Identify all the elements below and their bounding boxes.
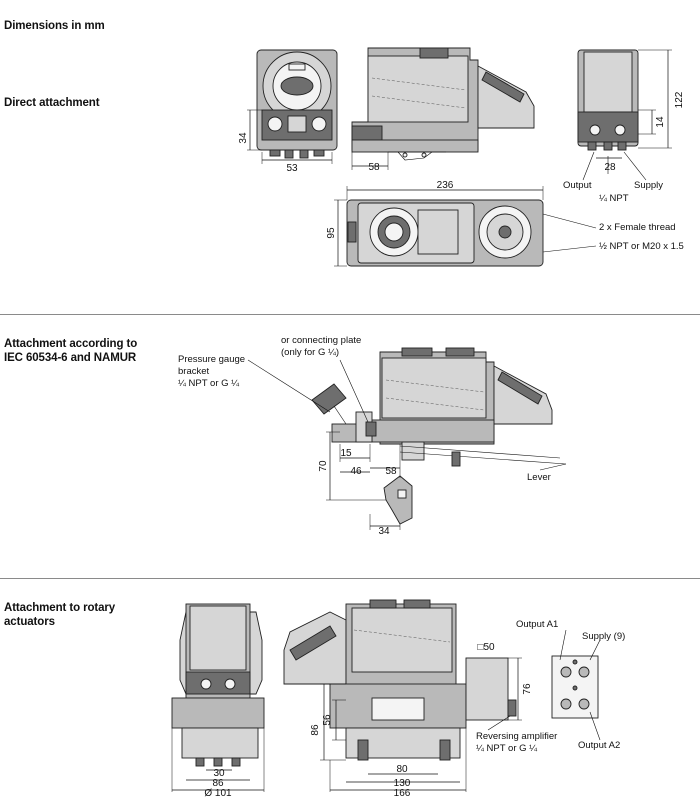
- label-female-thread: 2 x Female thread: [599, 222, 676, 233]
- dim-53: 53: [286, 163, 298, 174]
- dim-15: 15: [340, 448, 352, 459]
- section-heading-rotary-line1: Attachment to rotary: [4, 602, 116, 614]
- dim-14: 14: [655, 116, 666, 128]
- label-lever: Lever: [527, 472, 551, 483]
- top-view-direct: [346, 199, 544, 267]
- page-title: Dimensions in mm: [4, 20, 105, 32]
- section-heading-iec-line2: IEC 60534-6 and NAMUR: [4, 352, 137, 364]
- label-npt: ¼ NPT: [599, 193, 629, 204]
- side-view-rotary: [283, 599, 467, 761]
- label-connecting-plate-line2: (only for G ¼): [281, 347, 340, 358]
- dim-166: 166: [394, 788, 411, 799]
- dim-56: 56: [322, 714, 333, 726]
- dim-95: 95: [326, 227, 337, 239]
- dimension-lines-rotary: [171, 629, 601, 792]
- front-view-rotary: [171, 603, 265, 767]
- dim-34-direct: 34: [238, 132, 249, 144]
- dim-80: 80: [396, 764, 408, 775]
- front-view-direct: [256, 49, 338, 159]
- dim-diameter-101: Ø 101: [204, 788, 232, 799]
- dim-28: 28: [604, 162, 616, 173]
- label-reversing-amplifier-line1: Reversing amplifier: [476, 731, 558, 742]
- label-supply-9: Supply (9): [582, 631, 626, 642]
- dim-58-direct: 58: [368, 162, 380, 173]
- dimension-lines-direct: [247, 49, 672, 267]
- label-output: Output: [563, 180, 592, 191]
- side-view-iec: [311, 347, 567, 525]
- dim-70: 70: [318, 460, 329, 472]
- dim-122: 122: [674, 91, 685, 108]
- section-heading-rotary-line2: actuators: [4, 616, 55, 628]
- label-output-a2: Output A2: [578, 740, 621, 751]
- dimension-lines-iec: [247, 359, 567, 530]
- label-supply: Supply: [634, 180, 664, 191]
- rear-view-direct: [577, 49, 639, 151]
- side-view-direct: [351, 47, 535, 161]
- dim-130: 130: [394, 778, 411, 789]
- section-heading-direct: Direct attachment: [4, 97, 100, 109]
- dim-46: 46: [350, 466, 362, 477]
- label-output-a1: Output A1: [516, 619, 559, 630]
- label-connecting-plate-line1: or connecting plate: [281, 335, 362, 346]
- section-heading-iec-line1: Attachment according to: [4, 338, 138, 350]
- section-divider-2: [0, 578, 700, 579]
- dim-86-side: 86: [310, 724, 321, 736]
- section-divider-1: [0, 314, 700, 315]
- label-pressure-gauge-line2: bracket: [178, 366, 210, 377]
- dim-square-50: □50: [477, 642, 495, 653]
- label-reversing-amplifier-line2: ¼ NPT or G ¼: [476, 743, 538, 754]
- reversing-amplifier-views: [465, 655, 599, 721]
- dim-86-front: 86: [212, 778, 224, 789]
- label-pressure-gauge-line1: Pressure gauge: [178, 354, 246, 365]
- dim-30: 30: [213, 768, 225, 779]
- dim-76: 76: [522, 683, 533, 695]
- dim-236: 236: [437, 180, 454, 191]
- dim-34-iec: 34: [378, 526, 390, 537]
- label-pressure-gauge-line3: ¼ NPT or G ¼: [178, 378, 240, 389]
- dim-58-iec: 58: [385, 466, 397, 477]
- label-thread-spec: ½ NPT or M20 x 1.5: [599, 241, 684, 252]
